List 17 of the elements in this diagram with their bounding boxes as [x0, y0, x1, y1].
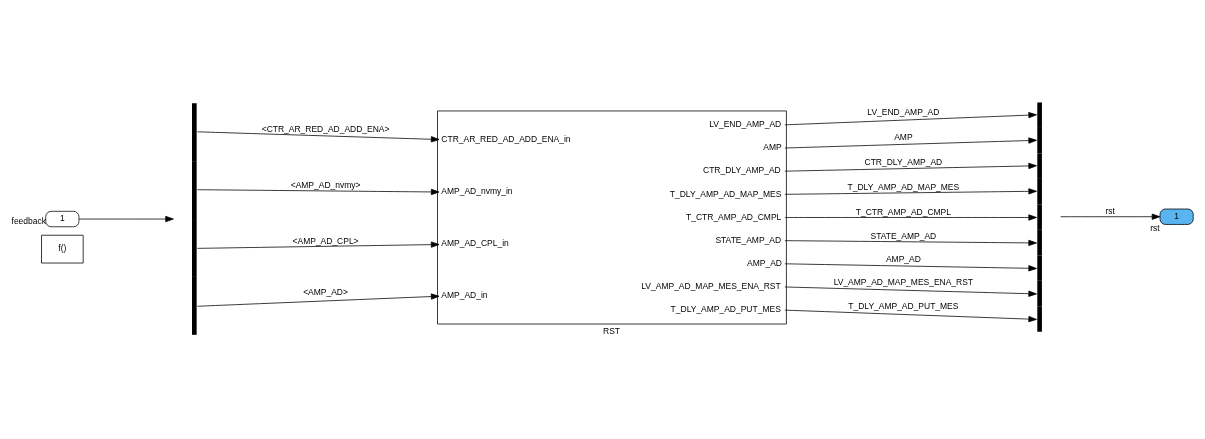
- edge-label: <AMP_AD_CPL>: [292, 235, 359, 246]
- edge-label: T_DLY_AMP_AD_PUT_MES: [848, 300, 959, 311]
- edge-label: <AMP_AD>: [303, 286, 348, 297]
- edge-label: T_CTR_AMP_AD_CMPL: [855, 206, 951, 217]
- edge-label: LV_AMP_AD_MAP_MES_ENA_RST: [833, 276, 974, 287]
- edge-label: <AMP_AD_nvmy>: [290, 179, 361, 190]
- edge-label: AMP_AD: [885, 253, 921, 264]
- edge-label: STATE_AMP_AD: [870, 230, 937, 241]
- edge-label: CTR_DLY_AMP_AD: [864, 156, 943, 167]
- edge-label: LV_END_AMP_AD: [867, 106, 940, 117]
- edge-label: rst: [1105, 205, 1115, 216]
- node-label: rst: [1150, 222, 1160, 233]
- node-label: feedback: [11, 215, 46, 226]
- edge-label: AMP: [894, 131, 913, 142]
- node-label: RST: [603, 325, 621, 336]
- edge-label: <CTR_AR_RED_AD_ADD_ENA>: [261, 123, 390, 134]
- edge-label: T_DLY_AMP_AD_MAP_MES: [847, 181, 960, 192]
